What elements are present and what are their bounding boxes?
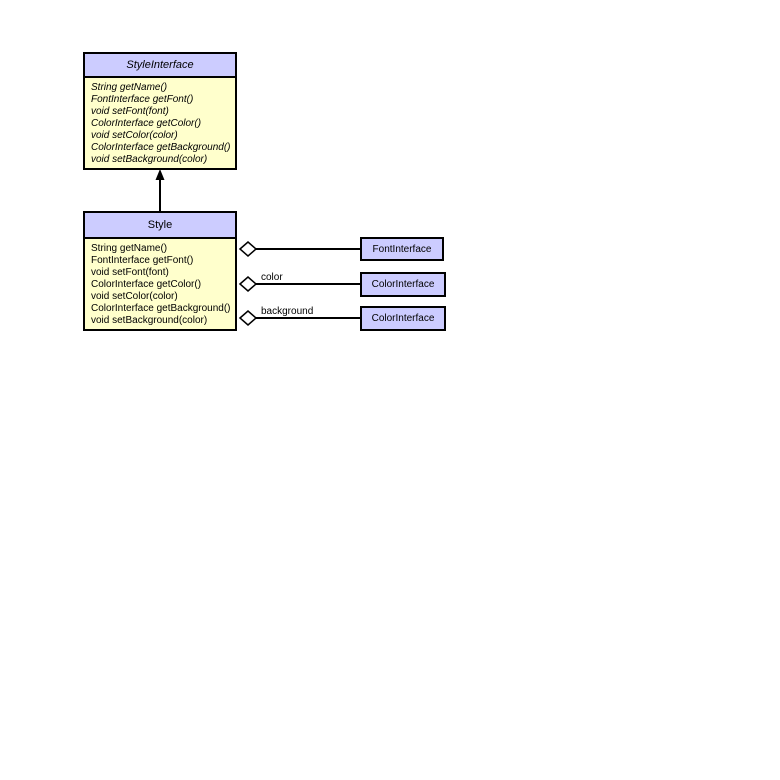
method-line: ColorInterface getBackground()	[91, 142, 231, 153]
method-line: FontInterface getFont()	[91, 255, 194, 266]
aggregation-font	[238, 241, 360, 257]
interface-box-colorinterface-background[interactable]: ColorInterface	[360, 306, 446, 331]
class-box-style[interactable]: Style String getName() FontInterface get…	[83, 211, 237, 331]
method-line: ColorInterface getColor()	[91, 279, 202, 290]
method-line: String getName()	[91, 243, 168, 254]
class-body-style: String getName() FontInterface getFont()…	[85, 239, 235, 327]
aggregation-diamond-icon	[238, 276, 258, 292]
association-label-color: color	[261, 272, 283, 283]
class-name-style: Style	[85, 213, 235, 239]
interface-box-fontinterface[interactable]: FontInterface	[360, 237, 444, 261]
class-name-styleinterface: StyleInterface	[85, 54, 235, 78]
aggregation-color	[238, 276, 360, 292]
aggregation-diamond-icon	[238, 241, 258, 257]
method-line: void setFont(font)	[91, 267, 169, 278]
method-line: void setColor(color)	[91, 130, 178, 141]
method-line: void setColor(color)	[91, 291, 178, 302]
aggregation-diamond-icon	[238, 310, 258, 326]
method-line: void setFont(font)	[91, 106, 169, 117]
generalization-arrow	[155, 169, 165, 211]
method-line: FontInterface getFont()	[91, 94, 194, 105]
method-line: ColorInterface getBackground()	[91, 303, 231, 314]
class-body-styleinterface: String getName() FontInterface getFont()…	[85, 78, 235, 166]
method-line: String getName()	[91, 82, 168, 93]
method-line: void setBackground(color)	[91, 315, 208, 326]
association-label-background: background	[261, 306, 314, 317]
interface-box-colorinterface-color[interactable]: ColorInterface	[360, 272, 446, 297]
class-box-styleinterface[interactable]: StyleInterface String getName() FontInte…	[83, 52, 237, 170]
method-line: void setBackground(color)	[91, 154, 208, 165]
method-line: ColorInterface getColor()	[91, 118, 202, 129]
